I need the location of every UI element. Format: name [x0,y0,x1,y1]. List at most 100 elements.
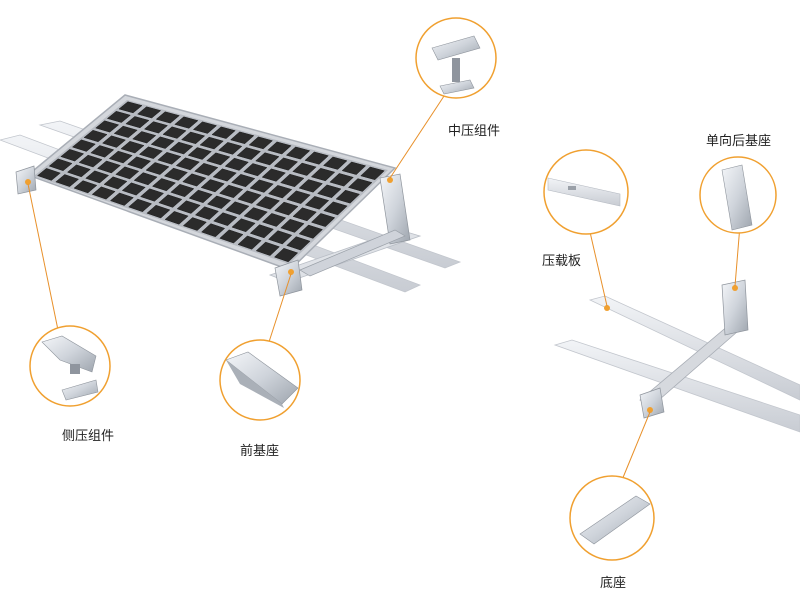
panel-cell [152,178,176,192]
panel-cell [137,106,161,119]
panel-cell [261,168,286,182]
callout-front-base [219,339,301,421]
panel-cell [183,217,207,231]
panel-cell [72,139,96,152]
panel-cell [187,147,212,160]
panel-cell [155,111,180,124]
panel-cell [273,157,298,171]
side-clamp-left [15,165,37,195]
panel-cell [120,141,145,154]
panel-cell [243,207,268,221]
panel-cell [78,154,103,168]
panel-cell [237,235,262,250]
panel-cell [90,145,114,158]
rear-support-left [299,173,411,277]
callout-ballast-plate [543,149,629,235]
callout-rear-base [699,156,777,234]
panel-cell [37,168,61,181]
rear-base-right [721,279,749,336]
panel-cell [162,126,187,139]
panel-cells [37,101,385,263]
panel-cell [199,136,224,150]
panel-cell [225,201,250,215]
panel-cell [317,184,342,198]
panel-cell [103,176,128,190]
panel-cell [219,229,244,244]
panel-cell [348,178,373,192]
panel-cell [158,194,183,208]
panel-cell [305,196,329,210]
front-base-left [274,259,303,297]
panel-cell [144,121,168,134]
panel-cell [146,204,171,219]
panel-cell [125,116,150,129]
panel-cell [176,200,201,214]
panel-cell [335,189,360,204]
panel-cell [274,201,299,216]
panel-cell [170,184,195,198]
panel-cell [211,126,236,139]
panel-cell [182,173,207,187]
panel-cell [115,166,140,180]
panel-cell [304,151,329,165]
panel-cell [102,135,126,148]
panel-cell [267,141,292,155]
panel-cell [150,136,175,149]
panel-cell [218,142,243,155]
panel-cell [207,195,231,209]
label-front-base: 前基座 [240,444,280,459]
panel-cell [224,157,249,171]
panel-cell [91,186,116,200]
panel-cell [95,120,119,133]
solar-panel [26,94,397,271]
panel-cell [132,131,156,144]
panel-cell [255,241,280,256]
panel-cell [256,196,280,210]
panel-cell [249,224,274,239]
panel-cell [181,131,205,144]
panel-cell [231,174,256,188]
base-right [639,387,665,419]
panel-cell [108,150,133,164]
panel-cell [193,121,217,134]
panel-cell [360,166,385,180]
panel-cell [231,218,256,233]
panel-cell [83,130,108,143]
panel-cell [139,146,163,159]
panel-cell [127,156,151,170]
panel-cell [286,190,311,204]
panel-cell [292,162,317,176]
panel-cell [249,179,274,193]
ground-rails-right [553,295,800,433]
panel-cell [213,212,238,226]
panel-cell [67,164,91,178]
panel-cell [194,163,219,176]
panel-cell [55,174,79,187]
panel-cell [292,207,317,222]
panel-cell [200,179,225,193]
panel-cell [174,116,199,129]
panel-cell [236,147,261,160]
label-rear-base: 单向后基座 [706,134,772,149]
panel-cell [118,101,143,114]
panel-cell [268,230,293,245]
panel-cell [237,190,262,204]
panel-cell [298,179,323,193]
ballast-plate-marker [604,305,610,311]
panel-cell [188,189,213,203]
panel-cell [323,201,348,216]
label-base: 底座 [600,576,627,591]
leader-lines [27,89,741,481]
panel-cell [133,172,158,186]
panel-cell [286,236,311,251]
panel-cell [195,206,219,220]
panel-cell [248,136,273,150]
panel-cell [85,170,109,184]
panel-cell [212,168,237,182]
panel-cell [145,162,170,175]
panel-cell [206,152,231,166]
panel-cell [176,157,200,171]
panel-cell [164,167,188,181]
panel-cell [60,149,84,162]
